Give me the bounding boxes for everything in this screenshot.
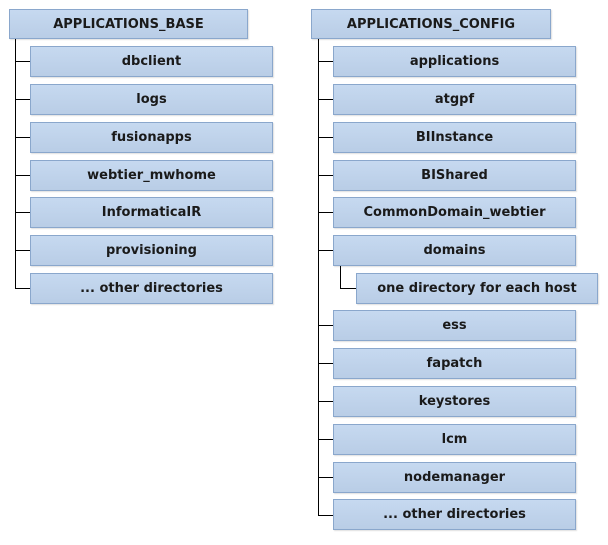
right-child-node: keystores: [333, 386, 576, 417]
left-child-node: webtier_mwhome: [30, 160, 273, 191]
left-branch: [15, 61, 30, 62]
right-branch: [318, 401, 333, 402]
left-child-node: InformaticaIR: [30, 197, 273, 228]
right-child-node: ... other directories: [333, 499, 576, 530]
right-child-node: CommonDomain_webtier: [333, 197, 576, 228]
right-branch: [318, 61, 333, 62]
left-tree-trunk: [15, 38, 16, 289]
right-branch: [318, 477, 333, 478]
right-child-node: nodemanager: [333, 462, 576, 493]
right-child-node: applications: [333, 46, 576, 77]
left-branch: [15, 99, 30, 100]
domains-sub-trunk: [340, 265, 341, 289]
right-branch: [318, 439, 333, 440]
right-child-node: lcm: [333, 424, 576, 455]
right-child-node: BIShared: [333, 160, 576, 191]
left-child-node: fusionapps: [30, 122, 273, 153]
left-child-node: provisioning: [30, 235, 273, 266]
right-branch: [318, 212, 333, 213]
right-branch: [318, 363, 333, 364]
left-branch: [15, 288, 30, 289]
right-tree-trunk: [318, 38, 319, 515]
domains-child-node: one directory for each host: [356, 273, 598, 304]
right-child-node: domains: [333, 235, 576, 266]
left-child-node: logs: [30, 84, 273, 115]
right-root-node: APPLICATIONS_CONFIG: [311, 9, 551, 39]
left-branch: [15, 212, 30, 213]
left-branch: [15, 175, 30, 176]
left-child-node: dbclient: [30, 46, 273, 77]
left-child-node: ... other directories: [30, 273, 273, 304]
right-branch: [318, 515, 333, 516]
right-branch: [318, 137, 333, 138]
right-child-node: BIInstance: [333, 122, 576, 153]
right-child-node: atgpf: [333, 84, 576, 115]
right-branch: [318, 325, 333, 326]
right-branch: [318, 250, 333, 251]
left-root-node: APPLICATIONS_BASE: [9, 9, 248, 39]
right-branch: [318, 175, 333, 176]
right-child-node: fapatch: [333, 348, 576, 379]
right-child-node: ess: [333, 310, 576, 341]
left-branch: [15, 250, 30, 251]
right-branch: [318, 99, 333, 100]
domains-sub-branch: [340, 288, 356, 289]
left-branch: [15, 137, 30, 138]
